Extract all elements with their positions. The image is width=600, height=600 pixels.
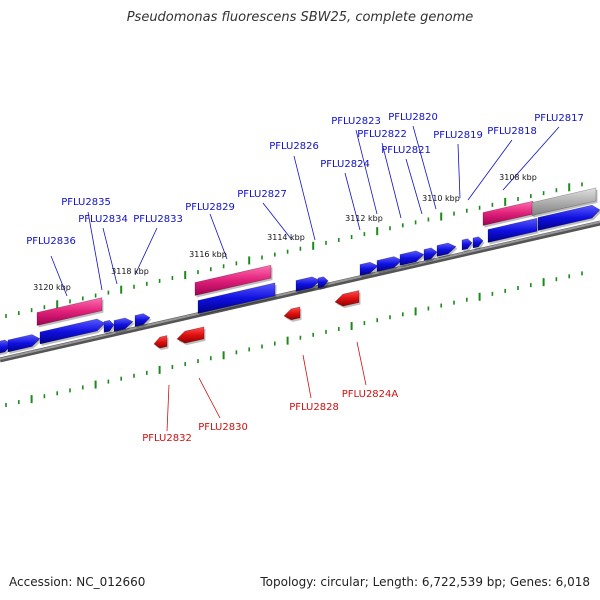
label-leader-lines (50, 125, 560, 432)
leader-line (262, 202, 293, 241)
reverse-gene-arrow (176, 326, 206, 346)
gene-label: PFLU2832 (142, 433, 192, 444)
forward-gene-arrow (461, 238, 474, 252)
leader-line (102, 227, 118, 285)
pseudogene-box (36, 297, 104, 328)
forward-gene-arrow (399, 250, 426, 268)
reverse-gene-arrow (283, 306, 302, 322)
forward-gene-arrow (436, 242, 458, 259)
forward-gene-arrow (103, 319, 116, 335)
forward-gene-arrow (113, 317, 135, 334)
gene-label: PFLU2828 (289, 402, 339, 413)
reverse-gene-arrow (334, 290, 361, 309)
forward-gene-arrow (423, 247, 439, 263)
gene-label: PFLU2821 (381, 145, 431, 156)
leader-line (166, 384, 170, 432)
pseudogene-box (194, 264, 273, 298)
gene-label: PFLU2818 (487, 126, 537, 137)
gene-label: PFLU2824A (342, 389, 399, 400)
leader-line (302, 354, 312, 399)
gene-label: PFLU2836 (26, 236, 76, 247)
scale-ticks-lower (5, 271, 583, 407)
gene-features (0, 187, 600, 356)
forward-gene-arrow (197, 282, 277, 316)
leader-line (344, 172, 361, 231)
leader-line (198, 377, 221, 419)
scale-ticks-upper (5, 182, 583, 318)
gene-label: PFLU2824 (320, 159, 370, 170)
forward-gene-arrow (376, 256, 404, 274)
forward-gene-arrow (134, 313, 152, 329)
scale-label: 3112 kbp (345, 214, 383, 223)
forward-gene-arrow (295, 276, 322, 294)
leader-line (355, 129, 378, 215)
leader-line (405, 158, 423, 215)
leader-line (134, 227, 158, 276)
leader-line (209, 213, 228, 260)
gene-label: PFLU2835 (61, 197, 111, 208)
other-gene-box (531, 187, 598, 218)
leader-line (293, 155, 316, 241)
scale-label: 3114 kbp (267, 233, 305, 242)
forward-gene-arrow (487, 217, 539, 245)
reverse-gene-arrow (153, 335, 169, 351)
gene-label: PFLU2819 (433, 130, 483, 141)
forward-gene-arrow (39, 318, 107, 346)
gene-label: PFLU2817 (534, 113, 584, 124)
forward-gene-arrow (317, 276, 330, 290)
gene-label: PFLU2830 (198, 422, 248, 433)
leader-line (356, 341, 367, 386)
scale-label: 3108 kbp (499, 173, 537, 182)
gene-label: PFLU2834 (78, 214, 128, 225)
scale-label: 3118 kbp (111, 267, 149, 276)
forward-gene-arrow (7, 334, 42, 354)
gene-label: PFLU2827 (237, 189, 287, 200)
gene-label: PFLU2823 (331, 116, 381, 127)
scale-label: 3120 kbp (33, 283, 71, 292)
leader-line (457, 143, 461, 199)
forward-gene-arrow (359, 261, 380, 278)
genome-summary-label: Topology: circular; Length: 6,722,539 bp… (260, 575, 590, 589)
gene-label: PFLU2826 (269, 141, 319, 152)
gene-label: PFLU2822 (357, 129, 407, 140)
forward-gene-arrow (537, 204, 600, 233)
scale-labels: 3120 kbp 3118 kbp 3116 kbp 3114 kbp 3112 kbp… (33, 173, 537, 292)
forward-gene-arrow (472, 236, 485, 250)
gene-label: PFLU2833 (133, 214, 183, 225)
leader-line (50, 255, 68, 297)
scale-label: 3116 kbp (189, 250, 227, 259)
diagram-title: Pseudomonas fluorescens SBW25, complete … (126, 10, 474, 25)
leader-line (87, 211, 103, 291)
gene-label: PFLU2820 (388, 112, 438, 123)
accession-label: Accession: NC_012660 (9, 575, 146, 589)
leader-line (502, 126, 560, 191)
scale-label: 3110 kbp (422, 194, 460, 203)
gene-label: PFLU2829 (185, 202, 235, 213)
leader-line (381, 142, 402, 219)
leader-line (467, 139, 513, 201)
leader-line (412, 125, 437, 210)
